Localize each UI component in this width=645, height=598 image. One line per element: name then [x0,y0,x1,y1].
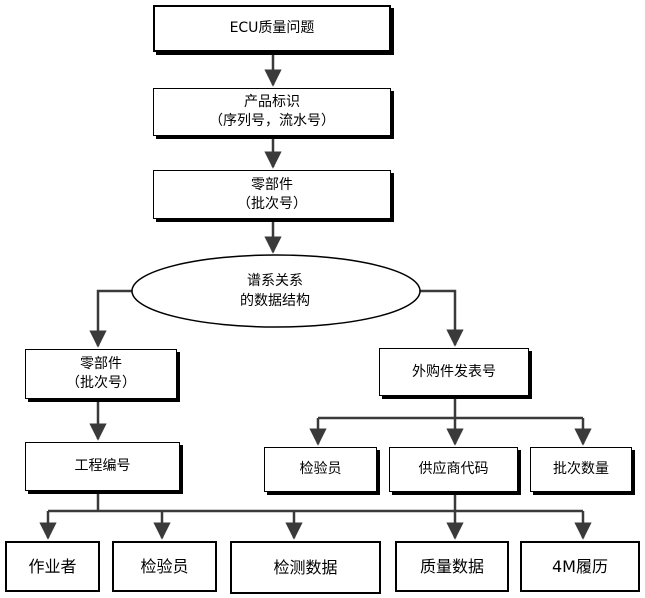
engineering-node: 工程编号 [25,442,180,491]
product-id-line2: （序列号，流水号） [209,113,335,129]
part-left-node: 零部件 （批次号） [25,349,177,399]
part-top-node: 零部件 （批次号） [153,170,391,219]
purchase-node: 外购件发表号 [379,348,529,396]
quality-data-label: 质量数据 [419,556,484,576]
part-left-line1: 零部件 [80,356,122,373]
supplier-code-label: 供应商代码 [418,461,489,478]
batch-qty-label: 批次数量 [553,461,609,478]
batch-qty-node: 批次数量 [530,447,632,492]
test-data-node: 检测数据 [230,541,381,594]
engineering-label: 工程编号 [74,458,131,475]
part-top-line2: （批次号） [237,195,307,212]
inspector-right-node: 检验员 [264,447,377,492]
inspector-right-label: 检验员 [299,461,342,478]
genealogy-line2: 的数据结构 [240,293,310,309]
inspector-bottom-node: 检验员 [112,541,217,592]
genealogy-line1: 谱系关系 [247,272,303,289]
history-4m-node: 4M履历 [520,541,640,592]
arrow-genealogy-to-purchase [420,289,464,347]
genealogy-ellipse [131,254,421,328]
history-4m-label: 4M履历 [552,556,608,576]
operator-label: 作业者 [28,556,77,576]
supplier-code-node: 供应商代码 [389,447,518,492]
genealogy-node: 谱系关系 的数据结构 [128,256,422,326]
quality-data-node: 质量数据 [395,541,509,592]
product-id-line1: 产品标识 [244,94,300,111]
root-node: ECU质量问题 [153,5,391,52]
product-id-node: 产品标识 （序列号，流水号） [153,88,391,136]
part-top-line1: 零部件 [251,176,293,193]
arrow-genealogy-to-left-part [89,289,133,348]
part-left-line2: （批次号） [66,375,136,391]
operator-node: 作业者 [5,541,100,592]
inspector-bottom-label: 检验员 [140,556,189,576]
root-label: ECU质量问题 [229,20,315,37]
test-data-label: 检测数据 [273,557,338,577]
purchase-label: 外购件发表号 [412,363,496,380]
